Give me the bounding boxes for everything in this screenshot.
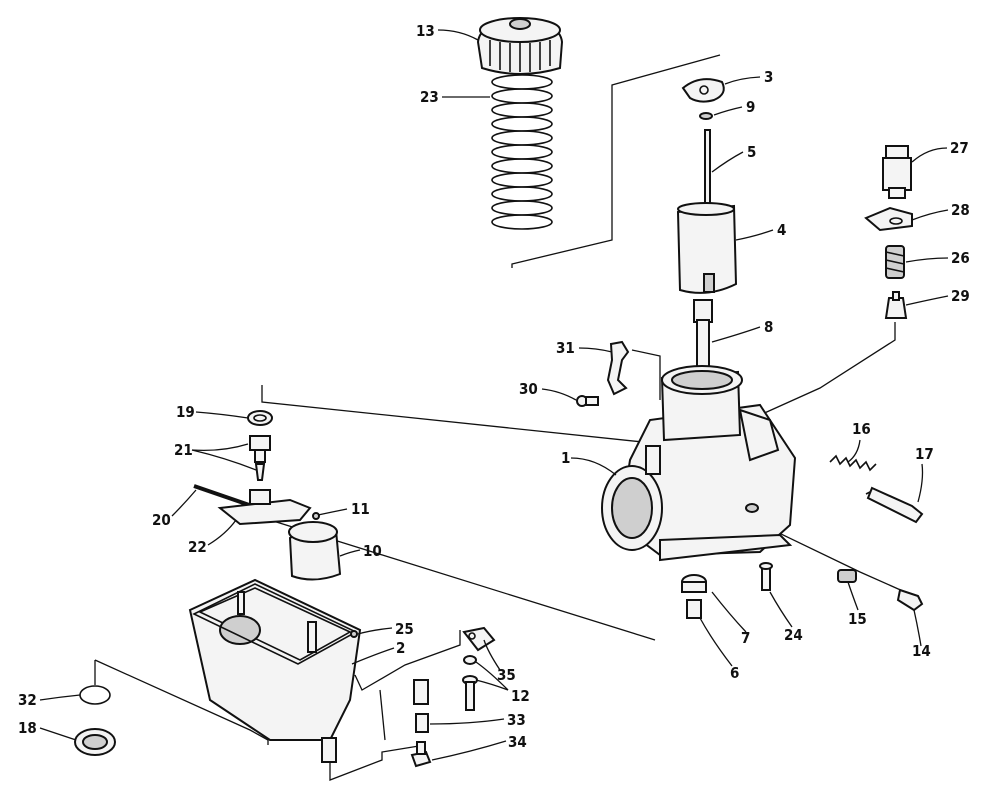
callout-24: 24: [784, 626, 803, 644]
float-valve-washer: [247, 410, 273, 426]
idle-adjust-screw: [865, 486, 924, 524]
callout-27: 27: [950, 139, 969, 157]
drain-washer: [463, 655, 477, 665]
idle-spring: [829, 454, 877, 472]
callout-11: 11: [351, 500, 370, 518]
needle-jet: [693, 299, 713, 379]
callout-18: 18: [18, 719, 37, 737]
throttle-slide: [676, 202, 738, 294]
callout-3: 3: [764, 68, 773, 86]
main-jet: [686, 599, 702, 619]
callout-1: 1: [561, 449, 570, 467]
callout-33: 33: [507, 711, 526, 729]
callout-2: 2: [396, 639, 405, 657]
drain-bolt: [462, 675, 478, 711]
carburetor-cap: [476, 17, 564, 75]
pilot-air-screw-body: [882, 145, 912, 199]
callout-12: 12: [511, 687, 530, 705]
cable-bracket: [606, 340, 630, 396]
drain-plug: [74, 728, 116, 756]
plunger: [884, 291, 908, 319]
callout-34: 34: [508, 733, 527, 751]
lock-plate: [864, 206, 913, 232]
callout-22: 22: [188, 538, 207, 556]
carburetor-body: [601, 365, 797, 562]
callout-5: 5: [747, 143, 756, 161]
needle-clip-plate: [681, 78, 725, 103]
callout-21: 21: [174, 441, 193, 459]
callout-leaders: [39, 29, 949, 761]
starter-plunger-cap: [681, 574, 707, 593]
callout-19: 19: [176, 403, 195, 421]
float-bowl-screw: [759, 562, 773, 591]
float-arm: [217, 489, 312, 526]
air-screw-spring: [837, 569, 857, 583]
drain-plug-screw: [410, 741, 432, 768]
callout-labels: 13 23 3 9 5 4 8 27 28 26 29 31 30 1 19 2…: [18, 22, 970, 751]
callout-28: 28: [951, 201, 970, 219]
callout-25: 25: [395, 620, 414, 638]
callout-8: 8: [764, 318, 773, 336]
callout-9: 9: [746, 98, 755, 116]
float-needle: [254, 463, 266, 481]
callout-15: 15: [848, 610, 867, 628]
callout-32: 32: [18, 691, 37, 709]
callout-30: 30: [519, 380, 538, 398]
callout-26: 26: [951, 249, 970, 267]
drain-o-ring: [79, 685, 111, 705]
bracket-screw: [576, 395, 599, 407]
callout-20: 20: [152, 511, 171, 529]
jet-needle: [704, 129, 711, 213]
callout-6: 6: [730, 664, 739, 682]
float-ball-cap: [312, 512, 320, 520]
callout-29: 29: [951, 287, 970, 305]
drain-plug-tube: [413, 679, 429, 733]
callout-35: 35: [497, 666, 516, 684]
float-valve-seat: [249, 435, 271, 463]
e-ring: [699, 112, 713, 120]
callout-16: 16: [852, 420, 871, 438]
callout-31: 31: [556, 339, 575, 357]
callout-23: 23: [420, 88, 439, 106]
callout-10: 10: [363, 542, 382, 560]
callout-13: 13: [416, 22, 435, 40]
small-spring: [885, 245, 905, 279]
throttle-spring: [491, 74, 553, 230]
callout-4: 4: [777, 221, 786, 239]
float-bowl-gasket: [192, 583, 358, 665]
callout-7: 7: [741, 629, 750, 647]
air-screw: [896, 588, 924, 612]
callout-17: 17: [915, 445, 934, 463]
float-bowl: [188, 578, 362, 763]
callout-14: 14: [912, 642, 931, 660]
float: [288, 521, 342, 581]
drain-plate: [462, 626, 496, 652]
